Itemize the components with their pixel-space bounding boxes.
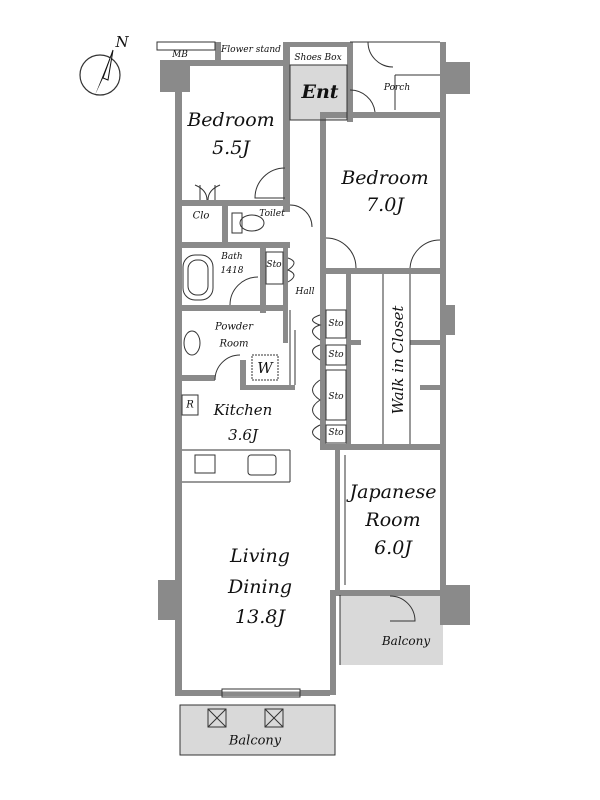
thin-lines <box>156 41 441 728</box>
living-dining-size: 13.8J <box>235 606 285 628</box>
storage-label: Sto <box>328 350 344 360</box>
main-balcony-floor <box>179 704 336 756</box>
powder-room-line2: Room <box>219 338 249 350</box>
toilet-label: Toilet <box>259 209 285 219</box>
kitchen-size: 3.6J <box>228 426 258 444</box>
side-balcony-floor <box>340 595 443 665</box>
bath-size: 1418 <box>220 266 244 276</box>
kitchen-name: Kitchen <box>213 401 273 419</box>
entrance-floor <box>290 65 350 120</box>
bedroom1-name: Bedroom <box>187 109 275 131</box>
closet-label: Clo <box>192 210 210 222</box>
living-dining-line1: Living <box>230 545 290 567</box>
entrance-label: Ent <box>301 81 339 103</box>
living-dining-line2: Dining <box>227 576 293 598</box>
main-balcony-label: Balcony <box>228 733 282 749</box>
flower-stand-label: Flower stand <box>221 45 281 55</box>
walk-in-closet-label: Walk in Closet <box>389 305 407 415</box>
walls <box>158 42 470 696</box>
bedroom1-size: 5.5J <box>212 137 250 159</box>
washer-label: W <box>257 359 273 377</box>
refrigerator-label: R <box>186 399 194 411</box>
powder-room-line1: Powder <box>214 321 254 333</box>
compass-north-label: N <box>115 33 129 51</box>
shoes-box-label: Shoes Box <box>294 53 342 63</box>
japanese-room-size: 6.0J <box>374 537 412 559</box>
hall-label: Hall <box>295 287 315 297</box>
storage-label: Sto <box>328 428 344 438</box>
side-balcony-label: Balcony <box>381 634 431 648</box>
bedroom2-name: Bedroom <box>341 167 429 189</box>
bedroom2-size: 7.0J <box>366 194 404 216</box>
japanese-room-line1: Japanese <box>349 481 437 503</box>
compass-icon <box>79 49 121 96</box>
japanese-room-line2: Room <box>365 509 421 531</box>
mb-label: MB <box>172 50 188 60</box>
bath-label: Bath <box>221 252 243 262</box>
storage-label: Sto <box>328 392 344 402</box>
storage-label: Sto <box>266 260 282 270</box>
porch-label: Porch <box>383 83 411 93</box>
storage-label: Sto <box>328 319 344 329</box>
